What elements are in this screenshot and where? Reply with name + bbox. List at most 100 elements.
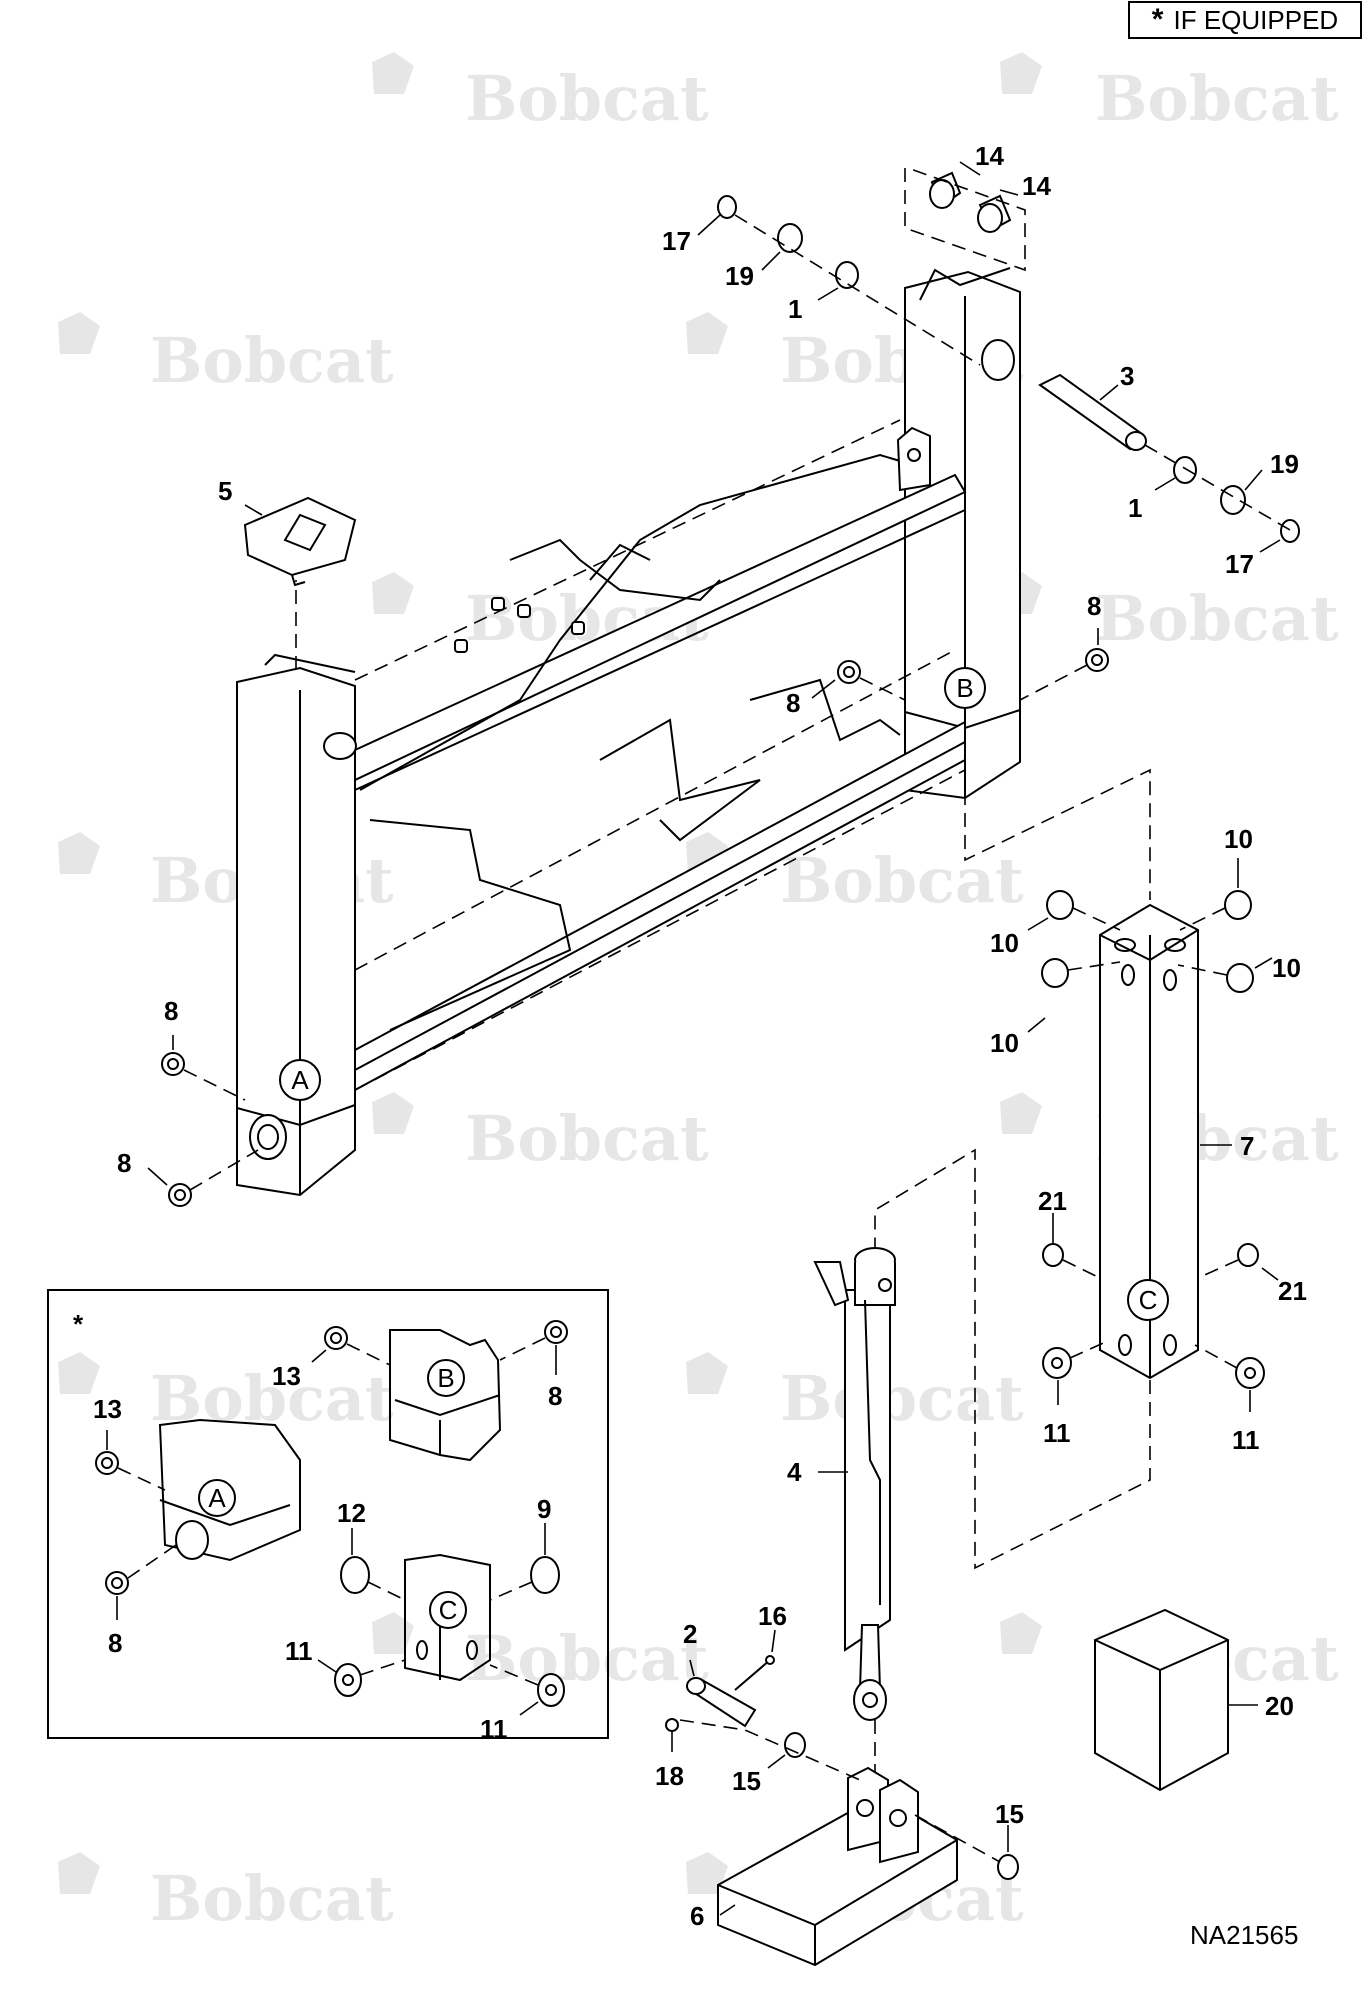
part-6-base-plate <box>717 1766 958 1967</box>
svg-text:C: C <box>1139 1285 1158 1315</box>
callout-1: 1 <box>788 294 802 324</box>
svg-text:B: B <box>437 1363 454 1393</box>
part-11-washer <box>537 1673 565 1707</box>
part-18-nut <box>665 1718 679 1732</box>
svg-text:A: A <box>291 1065 309 1095</box>
callout-1: 1 <box>1128 493 1142 523</box>
assembly-line <box>1144 444 1291 531</box>
callout-14: 14 <box>1022 171 1051 201</box>
svg-text:Bobcat: Bobcat <box>465 1622 709 1695</box>
part-16-bolt <box>734 1655 775 1691</box>
callout-20: 20 <box>1265 1691 1294 1721</box>
callout-10: 10 <box>990 928 1019 958</box>
part-15-ring <box>997 1854 1019 1880</box>
part-11-washer <box>334 1663 362 1697</box>
callout-5: 5 <box>218 476 232 506</box>
bobcat-watermark: Bobcat <box>372 1612 709 1695</box>
ref-circle-a: A <box>279 1059 321 1101</box>
part-8-nut <box>837 660 861 684</box>
part-4-cylinder <box>813 1247 896 1721</box>
callout-8: 8 <box>164 996 178 1026</box>
callout-15: 15 <box>995 1799 1024 1829</box>
assembly-line <box>183 1069 246 1101</box>
svg-text:Bobcat: Bobcat <box>150 1862 394 1935</box>
if-equipped-label: IF EQUIPPED <box>1173 4 1339 35</box>
part-10-cap <box>1046 890 1074 920</box>
part-10-cap <box>1224 890 1252 920</box>
callout-8: 8 <box>548 1381 562 1411</box>
assembly-line <box>1177 964 1228 976</box>
callout-8: 8 <box>117 1148 131 1178</box>
part-9-cap <box>530 1556 560 1594</box>
svg-text:Bobcat: Bobcat <box>780 844 1024 917</box>
assembly-line <box>734 214 981 366</box>
callout-17: 17 <box>1225 549 1254 579</box>
callout-12: 12 <box>337 1498 366 1528</box>
assembly-line <box>679 1719 861 1781</box>
callout-21: 21 <box>1278 1276 1307 1306</box>
callout-19: 19 <box>1270 449 1299 479</box>
assembly-line <box>1062 1259 1101 1279</box>
inset-asterisk: * <box>73 1309 84 1339</box>
part-21-plug <box>1042 1243 1064 1267</box>
callout-15: 15 <box>732 1766 761 1796</box>
callout-4: 4 <box>787 1457 802 1487</box>
callout-19: 19 <box>725 261 754 291</box>
callout-11: 11 <box>285 1636 313 1666</box>
part-2-pin <box>686 1677 757 1728</box>
part-15-ring <box>784 1732 806 1758</box>
callout-11: 11 <box>1043 1418 1071 1448</box>
if-equipped-legend: * IF EQUIPPED <box>1128 1 1362 39</box>
callout-7: 7 <box>1240 1131 1254 1161</box>
svg-text:Bobcat: Bobcat <box>1095 62 1339 135</box>
part-3-pin <box>1038 373 1147 451</box>
callout-13: 13 <box>272 1361 301 1391</box>
inset-if-equipped: * B A C <box>47 1289 609 1739</box>
svg-text:Bobcat: Bobcat <box>1095 582 1339 655</box>
callout-14: 14 <box>975 141 1004 171</box>
part-19-washer <box>1220 485 1246 515</box>
part-10-cap <box>1226 963 1254 993</box>
callout-13: 13 <box>93 1394 122 1424</box>
assembly-line <box>1197 1259 1239 1279</box>
asterisk-symbol: * <box>1151 3 1164 36</box>
ref-circle-a: A <box>198 1479 236 1517</box>
callout-21: 21 <box>1038 1186 1067 1216</box>
bobcat-watermark: Bobcat <box>1000 572 1339 655</box>
part-8-nut <box>168 1183 192 1207</box>
callout-18: 18 <box>655 1761 684 1791</box>
assembly-line <box>1179 907 1226 931</box>
ref-circle-b: B <box>944 667 986 709</box>
bobcat-watermark: Bobcat <box>58 1352 394 1435</box>
part-21-plug <box>1237 1243 1259 1267</box>
callout-10: 10 <box>1272 953 1301 983</box>
callouts: 14 14 17 19 1 3 1 19 17 5 8 8 8 8 10 10 … <box>93 141 1307 1931</box>
bobcat-watermark: Bobcat <box>372 1092 709 1175</box>
callout-2: 2 <box>683 1619 697 1649</box>
drawing-reference-code: NA21565 <box>1190 1920 1299 1950</box>
assembly-line <box>1069 1339 1111 1359</box>
assembly-line <box>904 167 1026 272</box>
main-frame: A B <box>236 267 1021 1197</box>
svg-text:Bobcat: Bobcat <box>780 1362 1024 1435</box>
part-7-post: C <box>1099 903 1199 1380</box>
bobcat-watermark: Bobcat <box>1000 52 1339 135</box>
callout-8: 8 <box>108 1628 122 1658</box>
callout-6: 6 <box>690 1901 704 1931</box>
callout-11: 11 <box>1232 1425 1260 1455</box>
callout-10: 10 <box>1224 824 1253 854</box>
part-20-kit-box <box>1094 1608 1229 1792</box>
part-1-ring <box>835 261 859 289</box>
part-12-cap <box>340 1556 370 1594</box>
part-10-cap <box>1041 958 1069 988</box>
assembly-line <box>354 419 901 681</box>
part-5-cover <box>243 496 357 587</box>
callout-8: 8 <box>1087 591 1101 621</box>
part-8-nut <box>105 1571 129 1595</box>
ref-circle-b: B <box>427 1359 465 1397</box>
callout-9: 9 <box>537 1494 551 1524</box>
callout-16: 16 <box>758 1601 787 1631</box>
svg-text:Bobcat: Bobcat <box>465 1102 709 1175</box>
svg-text:B: B <box>956 673 973 703</box>
svg-text:A: A <box>208 1483 226 1513</box>
